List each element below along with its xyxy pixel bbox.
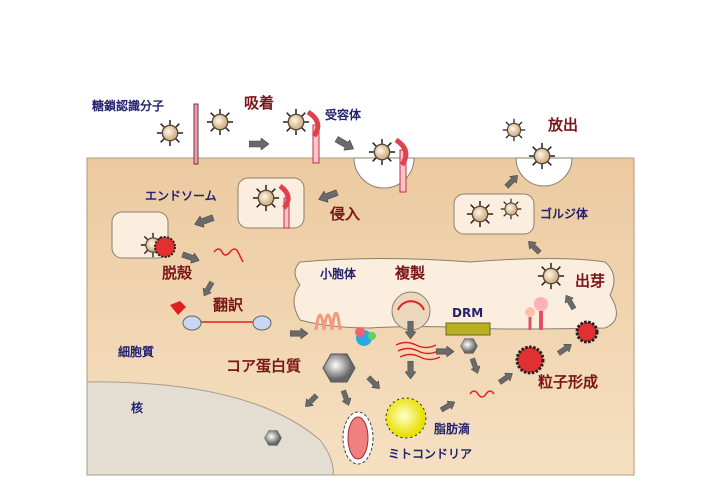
virus-icon — [156, 119, 184, 147]
nucleocapsid-icon — [515, 345, 545, 375]
label-replication: 複製 — [395, 264, 426, 282]
label-er: 小胞体 — [320, 267, 357, 281]
nucleus — [86, 381, 334, 476]
endoplasmic-reticulum — [293, 258, 617, 330]
arrow-icon — [333, 133, 357, 155]
nucleocapsid-icon — [575, 320, 599, 344]
label-release: 放出 — [548, 116, 579, 134]
arrow-icon — [249, 138, 269, 150]
virus-icon — [500, 198, 522, 220]
label-attachment: 吸着 — [244, 94, 275, 112]
label-receptor: 受容体 — [325, 108, 362, 122]
label-cytoplasm: 細胞質 — [118, 345, 155, 359]
virus-icon — [502, 118, 526, 142]
viral-polyprotein — [314, 311, 342, 331]
virus-icon — [528, 142, 556, 170]
ribosome-icon — [182, 315, 202, 331]
viral-rna — [170, 301, 186, 315]
virus-icon — [206, 108, 234, 136]
virus-icon — [252, 184, 280, 212]
viral-rna — [469, 390, 495, 398]
label-drm: DRM — [452, 306, 484, 320]
label-uncoating: 脱殻 — [162, 264, 193, 282]
virus-icon — [537, 262, 565, 290]
label-particle-formation: 粒子形成 — [538, 373, 599, 391]
glycan-receptor-molecule — [193, 103, 199, 165]
label-nucleus: 核 — [131, 401, 144, 415]
lipid-droplet — [385, 397, 427, 439]
nucleocapsid-icon — [154, 236, 176, 258]
virus-icon — [466, 200, 494, 228]
label-core-protein: コア蛋白質 — [226, 357, 302, 375]
virus-icon — [368, 138, 396, 166]
label-endosome: エンドソーム — [145, 189, 217, 203]
drm-raft — [445, 322, 491, 336]
viral-rna — [213, 248, 244, 263]
label-golgi: ゴルジ体 — [540, 207, 589, 221]
release-bud — [515, 157, 573, 187]
viral-rna — [395, 341, 441, 361]
label-translation: 翻訳 — [213, 296, 244, 314]
virus-icon — [282, 108, 310, 136]
label-glycan-receptor: 糖鎖認識分子 — [92, 99, 165, 113]
entry-invagination — [353, 157, 415, 189]
label-mitochondria: ミトコンドリア — [388, 447, 473, 461]
label-lipid-droplet: 脂肪滴 — [434, 422, 471, 436]
golgi-vesicle — [453, 193, 535, 235]
label-entry: 侵入 — [330, 205, 361, 223]
ribosome-icon — [252, 315, 272, 331]
label-budding: 出芽 — [575, 272, 606, 290]
